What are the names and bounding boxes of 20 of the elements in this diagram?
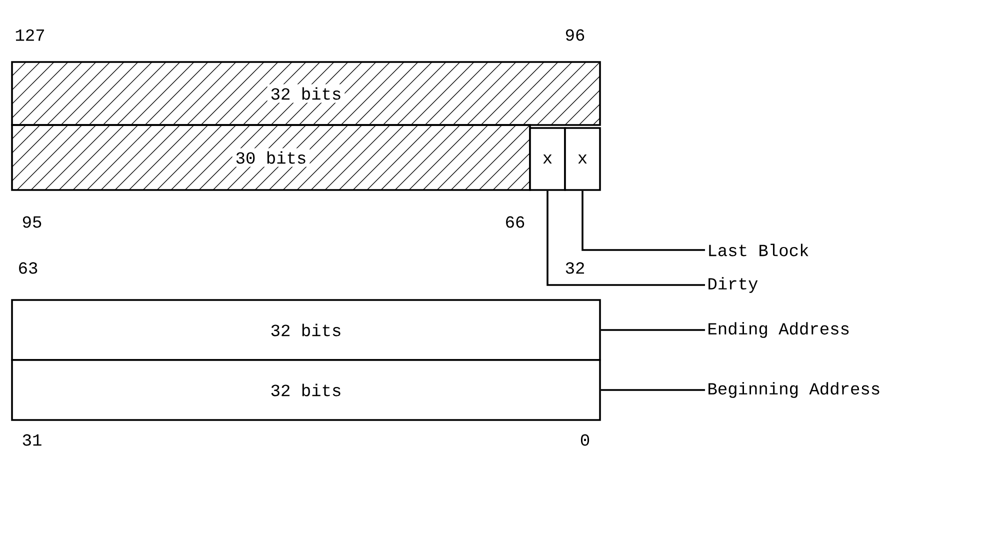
field-label: Dirty [708,277,758,293]
field-label: Last Block [709,244,808,256]
field-label: Ending Address [708,322,849,338]
bit-number: 63 [19,262,38,274]
bit-number: 32 [566,262,584,274]
bit-number: 66 [506,216,524,228]
bit-field-box: 32 bits [11,299,601,361]
flag-bit-box: x [564,127,601,191]
leader-line [600,329,705,331]
leader-line [600,389,705,391]
field-label: Beginning Address [708,382,880,398]
bit-field-box: 32 bits [11,359,601,421]
leader-line [582,190,705,251]
flag-bit-box: x [529,127,566,191]
leader-line [546,190,705,286]
bit-number: 95 [22,216,42,228]
bit-number: 127 [16,29,44,41]
hatched-field-box: 30 bits [11,124,531,191]
hatched-field-box: 32 bits [11,61,601,126]
bit-number: 96 [566,29,584,41]
